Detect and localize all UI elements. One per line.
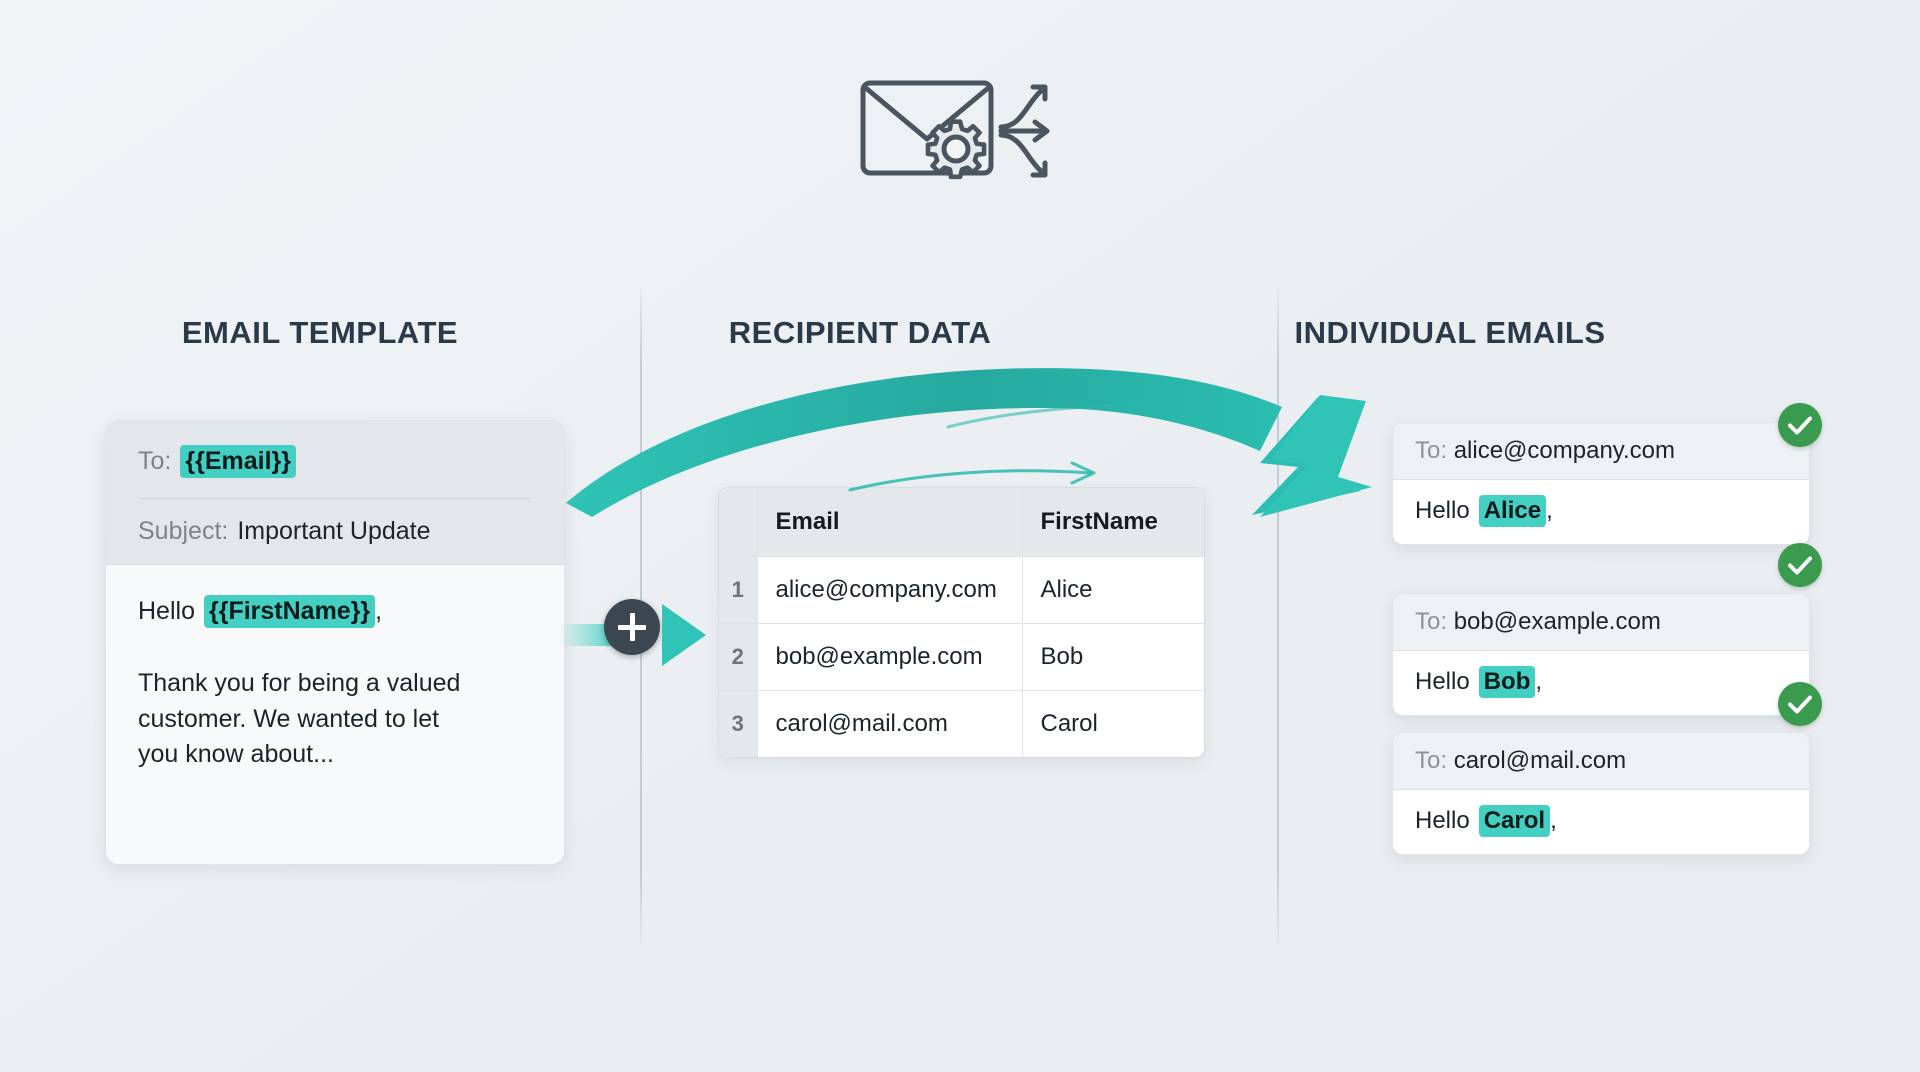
recipient-data-table[interactable]: Email FirstName 1 alice@company.com Alic…: [718, 487, 1205, 758]
table-row[interactable]: 2 bob@example.com Bob: [719, 623, 1204, 691]
row-index: 2: [719, 623, 758, 691]
table-row[interactable]: 3 carol@mail.com Carol: [719, 690, 1204, 757]
heading-recipient-data: RECIPIENT DATA: [728, 315, 992, 350]
email-greeting-prefix: Hello: [1415, 807, 1470, 834]
email-template-card[interactable]: To: {{Email}} Subject: Important Update …: [105, 420, 565, 865]
email-greeting-prefix: Hello: [1415, 497, 1470, 524]
email-card-to-row: To: alice@company.com: [1393, 423, 1809, 480]
template-greeting-prefix: Hello: [138, 597, 195, 625]
email-greeting-comma: ,: [1550, 807, 1557, 834]
heading-individual-emails: INDIVIDUAL EMAILS: [1294, 315, 1606, 350]
check-circle-icon: [1778, 403, 1822, 447]
envelope-gear-distribute-icon: [855, 65, 1065, 195]
email-card-to-row: To: carol@mail.com: [1393, 733, 1809, 790]
merge-plus-icon: [604, 599, 660, 655]
row-email: bob@example.com: [757, 623, 1023, 691]
template-subject-row: Subject: Important Update: [138, 517, 532, 546]
template-greeting-token: {{FirstName}}: [203, 595, 376, 628]
email-card-body: Hello Alice ,: [1393, 480, 1809, 544]
row-index: 3: [719, 690, 758, 757]
email-greeting-comma: ,: [1546, 497, 1553, 524]
row-firstname: Alice: [1022, 556, 1204, 624]
merge-bar: [560, 624, 618, 646]
email-greeting-comma: ,: [1535, 668, 1543, 695]
email-to-label: To:: [1415, 608, 1448, 635]
check-circle-icon: [1778, 543, 1822, 587]
heading-email-template: EMAIL TEMPLATE: [181, 315, 459, 350]
email-card-body: Hello Bob ,: [1393, 651, 1809, 715]
flow-arrow-icon: [560, 355, 1400, 535]
row-firstname: Carol: [1022, 690, 1204, 757]
individual-email-card[interactable]: To: bob@example.com Hello Bob ,: [1392, 593, 1810, 716]
individual-email-card[interactable]: To: carol@mail.com Hello Carol ,: [1392, 732, 1810, 855]
row-email: carol@mail.com: [757, 690, 1023, 757]
email-card-to-row: To: bob@example.com: [1393, 594, 1809, 651]
email-to-label: To:: [1415, 747, 1448, 774]
table-col-index: [719, 488, 758, 557]
merge-connector: [560, 580, 720, 690]
email-merged-name: Carol: [1478, 805, 1551, 837]
row-index: 1: [719, 556, 758, 624]
check-circle-icon: [1778, 682, 1822, 726]
individual-email-card[interactable]: To: alice@company.com Hello Alice ,: [1392, 422, 1810, 545]
email-card-body: Hello Carol ,: [1393, 790, 1809, 854]
email-merged-name: Bob: [1478, 666, 1536, 698]
template-paragraph: Thank you for being a valued customer. W…: [138, 669, 461, 768]
table-col-firstname: FirstName: [1022, 488, 1204, 557]
template-subject-value: Important Update: [237, 517, 431, 545]
template-greeting-row: Hello {{FirstName}} ,: [138, 595, 532, 628]
table-col-email: Email: [757, 488, 1023, 557]
template-body: Hello {{FirstName}} , Thank you for bein…: [106, 565, 564, 773]
email-to-value: bob@example.com: [1453, 608, 1661, 635]
email-greeting-prefix: Hello: [1415, 668, 1470, 695]
template-to-row: To: {{Email}}: [138, 445, 532, 478]
template-divider: [140, 498, 530, 499]
template-to-label: To:: [138, 447, 172, 475]
email-merged-name: Alice: [1478, 495, 1547, 527]
template-subject-label: Subject:: [138, 517, 229, 545]
email-to-value: carol@mail.com: [1453, 747, 1627, 774]
row-firstname: Bob: [1022, 623, 1204, 691]
table-row[interactable]: 1 alice@company.com Alice: [719, 556, 1204, 624]
row-email: alice@company.com: [757, 556, 1023, 624]
email-to-label: To:: [1415, 437, 1448, 464]
template-to-token: {{Email}}: [180, 445, 296, 478]
table-header-row: Email FirstName: [719, 488, 1204, 557]
template-greeting-comma: ,: [375, 597, 383, 625]
column-divider-right: [1277, 290, 1279, 945]
template-header: To: {{Email}} Subject: Important Update: [106, 421, 564, 565]
email-to-value: alice@company.com: [1453, 437, 1676, 464]
merge-arrowhead-icon: [662, 604, 706, 666]
